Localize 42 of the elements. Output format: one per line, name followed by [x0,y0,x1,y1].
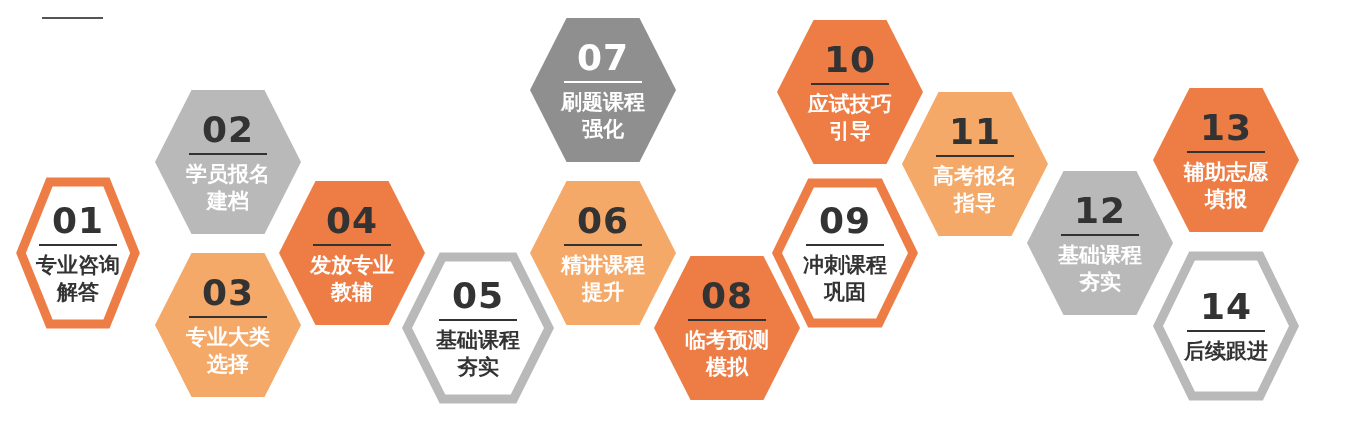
step-label: 专业咨询解答 [35,251,121,306]
step-label: 学员报名建档 [185,160,271,215]
step-label: 基础课程夯实 [435,326,521,381]
hexagon [279,181,425,325]
step-number: 07 [576,37,630,78]
step-label: 高考报名指导 [932,162,1018,217]
step-number: 02 [201,109,255,150]
hexagon [772,178,918,328]
step-number: 10 [823,39,877,80]
step-number: 05 [451,275,505,316]
step-label: 后续跟进 [1183,338,1269,365]
step-number: 06 [576,200,630,241]
hexagon [16,177,140,329]
hexagon [155,90,301,234]
hexagon [1027,171,1173,315]
step-number: 08 [700,275,754,316]
step-label: 刷题课程强化 [559,88,646,143]
step-number: 11 [948,111,1002,152]
step-label: 冲刺课程巩固 [802,251,888,306]
hexagon [902,92,1048,236]
step-label: 辅助志愿填报 [1182,158,1269,213]
step-label: 基础课程夯实 [1057,241,1143,296]
step-number: 03 [201,272,255,313]
step-label: 应试技巧引导 [807,90,893,145]
hexagon [654,256,800,400]
hexagon [530,181,676,325]
step-number: 13 [1199,107,1253,148]
step-label: 临考预测模拟 [684,326,770,381]
step-number: 12 [1073,190,1127,231]
step-label: 专业大类选择 [185,323,271,378]
step-number: 01 [51,200,105,241]
hexagon [155,253,301,397]
hexagon [1153,251,1299,401]
hexagon [530,18,676,162]
step-label: 发放专业教辅 [309,251,395,306]
step-number: 04 [325,200,379,241]
hexagon [1153,88,1299,232]
step-label: 精讲课程提升 [559,251,646,306]
step-number: 14 [1199,287,1253,327]
hexagon [402,252,554,404]
hexagon [777,20,923,164]
step-number: 09 [818,200,872,241]
